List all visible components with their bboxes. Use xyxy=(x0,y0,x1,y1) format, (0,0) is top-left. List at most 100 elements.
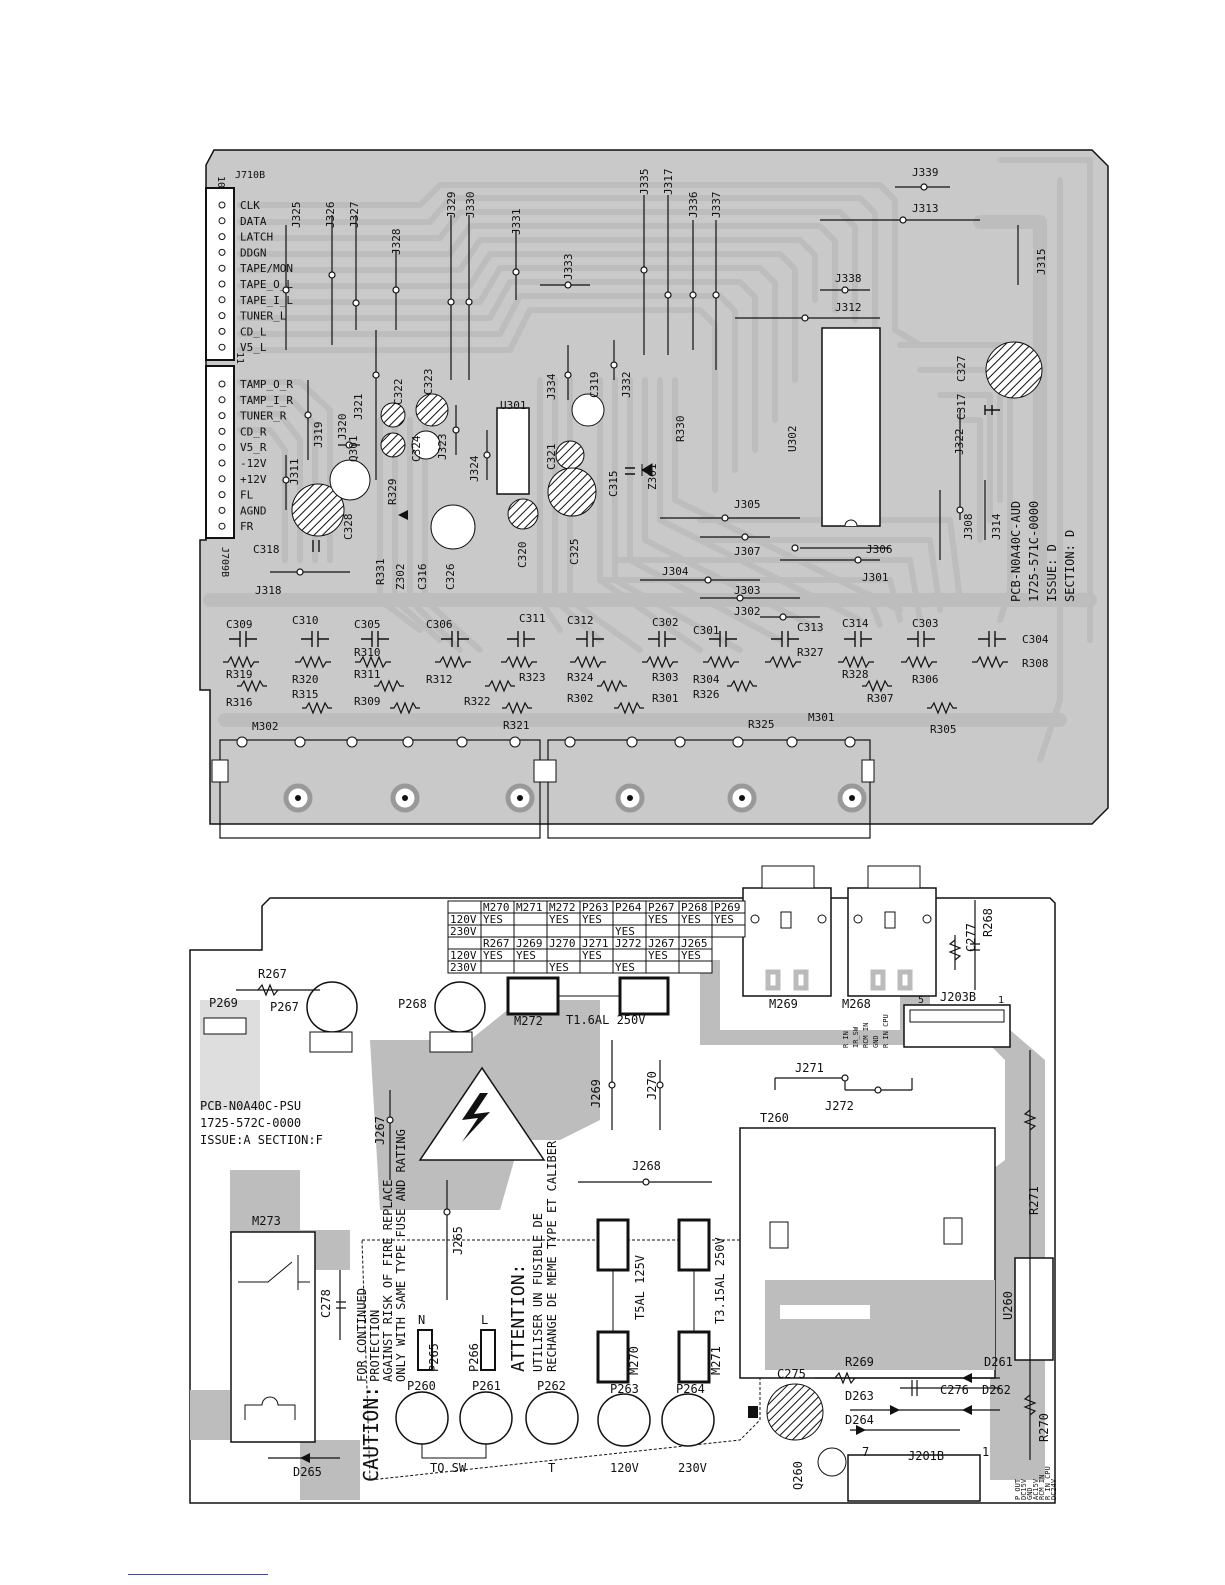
j201b-pin1: 1 xyxy=(982,1445,989,1459)
table-cell: YES xyxy=(714,913,734,926)
resistor-symbol xyxy=(374,679,404,693)
cap-label: C313 xyxy=(797,621,824,634)
jumper-label: J338 xyxy=(835,272,862,285)
psu-part-label: R268 xyxy=(981,908,995,937)
j201b-pin-label: P_OUT xyxy=(1014,1478,1022,1500)
cap-c275 xyxy=(766,1383,824,1441)
module-m302 xyxy=(219,739,541,839)
psu-part-label: J265 xyxy=(451,1226,465,1255)
module-pin xyxy=(674,736,686,748)
connector-pin xyxy=(218,217,226,225)
option-table xyxy=(447,900,746,938)
psu-part-label: J270 xyxy=(645,1071,659,1100)
jumper-label: J326 xyxy=(324,202,337,229)
fuse-230-clip-bottom xyxy=(677,1330,711,1384)
connector-pin xyxy=(218,412,226,420)
pad-p266 xyxy=(480,1329,496,1371)
pad-p267-tab xyxy=(309,1031,353,1053)
jumper-label: J336 xyxy=(687,192,700,219)
j203b-pin1: 1 xyxy=(998,995,1004,1006)
table-cell: YES xyxy=(582,949,602,962)
table-header-cell: J265 xyxy=(681,937,708,950)
jumper-label: J331 xyxy=(510,209,523,236)
jumper-label: J325 xyxy=(290,202,303,229)
table-header-cell: J267 xyxy=(648,937,675,950)
cap-label: C316 xyxy=(416,564,429,591)
cap-label: C309 xyxy=(226,618,253,631)
resistor-symbol xyxy=(501,655,537,669)
module-tab xyxy=(533,759,557,783)
psu-part-label: P267 xyxy=(270,1000,299,1014)
pin-label-top: DDGN xyxy=(240,246,267,259)
mounting-hole-center xyxy=(402,795,408,801)
psu-part-label: D262 xyxy=(982,1383,1011,1397)
mounting-hole-center xyxy=(739,795,745,801)
jumper-label: J311 xyxy=(288,459,301,486)
connector-pin xyxy=(218,280,226,288)
resistor-label: R320 xyxy=(292,673,319,686)
j203b-pin-label: GND xyxy=(872,1035,880,1048)
audio-jumper-dots xyxy=(282,183,964,621)
lightning-icon xyxy=(462,1093,490,1142)
capacitor-symbol xyxy=(844,631,872,647)
capacitor-symbol xyxy=(648,631,676,647)
ic-label: Q301 xyxy=(347,436,360,463)
table-header-cell: P263 xyxy=(582,901,609,914)
connector-pin xyxy=(218,233,226,241)
capacitor-symbol xyxy=(709,631,737,647)
j201b-pin-label: GND xyxy=(1026,1487,1034,1500)
jumper-label: J320 xyxy=(336,414,349,441)
page-footer-link[interactable] xyxy=(128,1574,268,1575)
resistor-label: R309 xyxy=(354,695,381,708)
pin-label-bottom: +12V xyxy=(240,473,267,486)
jumper-label: J323 xyxy=(436,434,449,461)
pin-n-label: N xyxy=(418,1313,425,1327)
jumper-label: J318 xyxy=(255,584,282,597)
table-header-cell: P269 xyxy=(714,901,741,914)
table-header-cell: J272 xyxy=(615,937,642,950)
fuse-120-clip-top xyxy=(596,1218,630,1272)
jumper-label: J321 xyxy=(352,394,365,421)
module-pads xyxy=(211,736,875,813)
pin-label-top: TAPE/MON xyxy=(240,262,293,275)
psu-issue-section: ISSUE:A SECTION:F xyxy=(200,1133,323,1147)
psu-part-label: P268 xyxy=(398,997,427,1011)
pin-labels: CLKTAMP_O_RDATATAMP_I_RLATCHTUNER_RDDGNC… xyxy=(240,199,293,533)
pin-label-bottom: FL xyxy=(240,489,254,502)
j203b-pin-label: R IN xyxy=(842,1031,850,1048)
resistor-label: R319 xyxy=(226,668,253,681)
resistor-label: R311 xyxy=(354,668,381,681)
jumper-label: J308 xyxy=(962,514,975,541)
j203b-pin-label: IR_SW xyxy=(852,1026,860,1048)
jumper-label: J337 xyxy=(710,192,723,219)
resistor-symbol xyxy=(972,655,1008,669)
table-cell: YES xyxy=(648,949,668,962)
module-m301 xyxy=(547,739,871,839)
ic-u302-notch xyxy=(844,519,858,527)
resistor-label: R305 xyxy=(930,723,957,736)
ic-u302 xyxy=(821,327,881,527)
terminal-label-230v: 230V xyxy=(678,1461,707,1475)
resistor-label: R306 xyxy=(912,673,939,686)
psu-part-label: M271 xyxy=(709,1346,723,1375)
fuse-230-clip-top xyxy=(677,1218,711,1272)
small-cap-symbol xyxy=(312,405,1000,552)
resistor-label: R326 xyxy=(693,688,720,701)
pin-label-top: TAPE_O_L xyxy=(240,278,293,291)
jumper-label: J334 xyxy=(545,373,558,400)
connector-pin xyxy=(218,296,226,304)
psu-part-label: J203B xyxy=(940,990,976,1004)
table-cell: YES xyxy=(681,913,701,926)
resistor-label: R316 xyxy=(226,696,253,709)
module-pin xyxy=(294,736,306,748)
table-header-cell: M270 xyxy=(483,901,510,914)
connector-j201b xyxy=(847,1454,981,1502)
jumper-label: J306 xyxy=(866,543,893,556)
resistor-symbol xyxy=(614,701,644,715)
psu-part-label: D263 xyxy=(845,1389,874,1403)
terminal-id-label: P260 xyxy=(407,1379,436,1393)
terminal-id-label: P263 xyxy=(610,1382,639,1396)
